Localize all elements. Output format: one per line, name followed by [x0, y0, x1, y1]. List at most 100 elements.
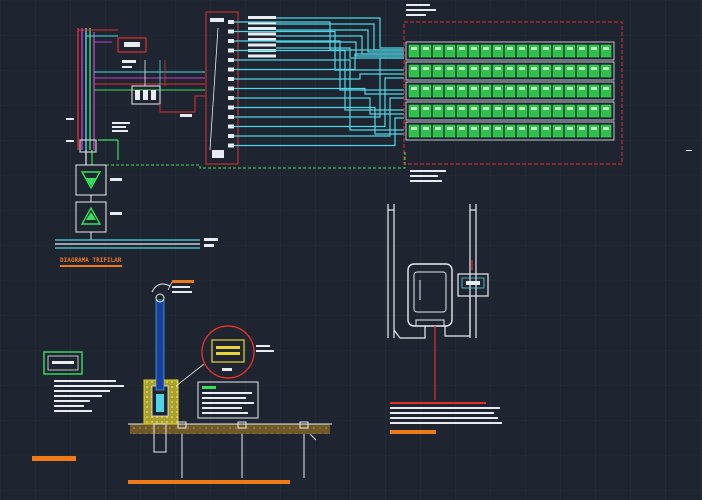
pv-module-label: [423, 107, 429, 110]
ac-disconnect-box: [457, 273, 489, 297]
pv-module-label: [459, 47, 465, 50]
pv-module-label: [555, 127, 561, 130]
pv-module: [504, 104, 516, 118]
pv-module-label: [471, 107, 477, 110]
pv-module: [420, 64, 432, 78]
pv-array: [403, 4, 623, 182]
pv-module-label: [579, 107, 585, 110]
pv-module-label: [603, 67, 609, 70]
pv-module-label: [603, 107, 609, 110]
string-wire: [234, 40, 404, 91]
detail-callout-circle: [201, 325, 255, 379]
control-wire: [159, 95, 205, 113]
pv-module: [540, 44, 552, 58]
pv-module: [492, 124, 504, 138]
pv-module: [528, 84, 540, 98]
combiner-terminal: [228, 124, 234, 129]
pv-string-frame: [405, 81, 615, 101]
pv-module: [432, 44, 444, 58]
pv-module-label: [555, 47, 561, 50]
pv-module-label: [483, 127, 489, 130]
string-label-bar: [248, 21, 276, 25]
combiner-terminal: [228, 48, 234, 53]
breaker-label-tag: [124, 42, 140, 47]
pv-module: [504, 124, 516, 138]
pv-module: [456, 44, 468, 58]
pv-module-label: [519, 107, 525, 110]
pv-string-frame: [405, 61, 615, 81]
transformer-1-core: [86, 178, 96, 186]
pv-module: [564, 44, 576, 58]
pv-string-frame: [405, 101, 615, 121]
left-orange-bar: [32, 456, 76, 461]
detail-connector: [211, 339, 245, 363]
control-note: [180, 114, 192, 117]
pv-module-label: [567, 47, 573, 50]
pv-module-label: [603, 127, 609, 130]
pv-module-label: [555, 107, 561, 110]
meter-box: [79, 139, 97, 153]
pv-module: [492, 84, 504, 98]
pv-module: [468, 104, 480, 118]
pv-module: [408, 44, 420, 58]
pv-module-label: [483, 67, 489, 70]
conduit-left: [393, 326, 426, 339]
pv-module: [600, 84, 612, 98]
pv-module: [456, 104, 468, 118]
pv-module: [492, 104, 504, 118]
pv-module: [540, 104, 552, 118]
pv-string-frame: [405, 41, 615, 61]
pv-module-label: [567, 107, 573, 110]
pv-module: [480, 124, 492, 138]
string-label-bar: [248, 54, 276, 58]
pv-array-border: [403, 21, 623, 165]
string-wire: [234, 73, 404, 80]
pv-module-label: [591, 127, 597, 130]
pv-module-label: [483, 87, 489, 90]
pv-module-label: [411, 127, 417, 130]
breaker-group: [131, 60, 166, 105]
pv-module-label: [471, 67, 477, 70]
pv-module: [540, 84, 552, 98]
pv-module-label: [579, 67, 585, 70]
pv-module: [552, 44, 564, 58]
pv-module: [468, 64, 480, 78]
pv-module-label: [459, 127, 465, 130]
detail-note-1: [256, 345, 270, 347]
pv-string-frame: [405, 121, 615, 141]
pv-module: [444, 104, 456, 118]
pv-module-label: [507, 107, 513, 110]
feeder-wire: [276, 29, 404, 53]
pv-module: [576, 104, 588, 118]
conduit-right: [444, 296, 471, 337]
top-bus-lines: [78, 29, 118, 43]
combiner-terminal: [228, 67, 234, 72]
legend-text: [52, 361, 74, 364]
spec-header: [202, 386, 216, 389]
pv-module: [600, 64, 612, 78]
pv-module: [468, 124, 480, 138]
pv-module: [408, 104, 420, 118]
distribution-bus: [94, 71, 205, 91]
breaker-note: [122, 60, 136, 63]
pv-module: [420, 104, 432, 118]
pv-module-label: [447, 67, 453, 70]
ac-disconnect-window: [461, 277, 485, 289]
pv-module: [588, 64, 600, 78]
pv-module-label: [603, 87, 609, 90]
pv-module-label: [411, 47, 417, 50]
pv-module: [564, 124, 576, 138]
pv-module: [432, 124, 444, 138]
pv-module: [600, 44, 612, 58]
ground-rod: [155, 299, 165, 391]
pv-module-label: [411, 107, 417, 110]
pv-module-label: [555, 87, 561, 90]
pv-module-label: [471, 47, 477, 50]
pv-module: [528, 44, 540, 58]
pv-module: [432, 84, 444, 98]
legend-notes: [54, 380, 124, 412]
side-labels: [66, 118, 130, 142]
legend-box: [43, 351, 83, 375]
